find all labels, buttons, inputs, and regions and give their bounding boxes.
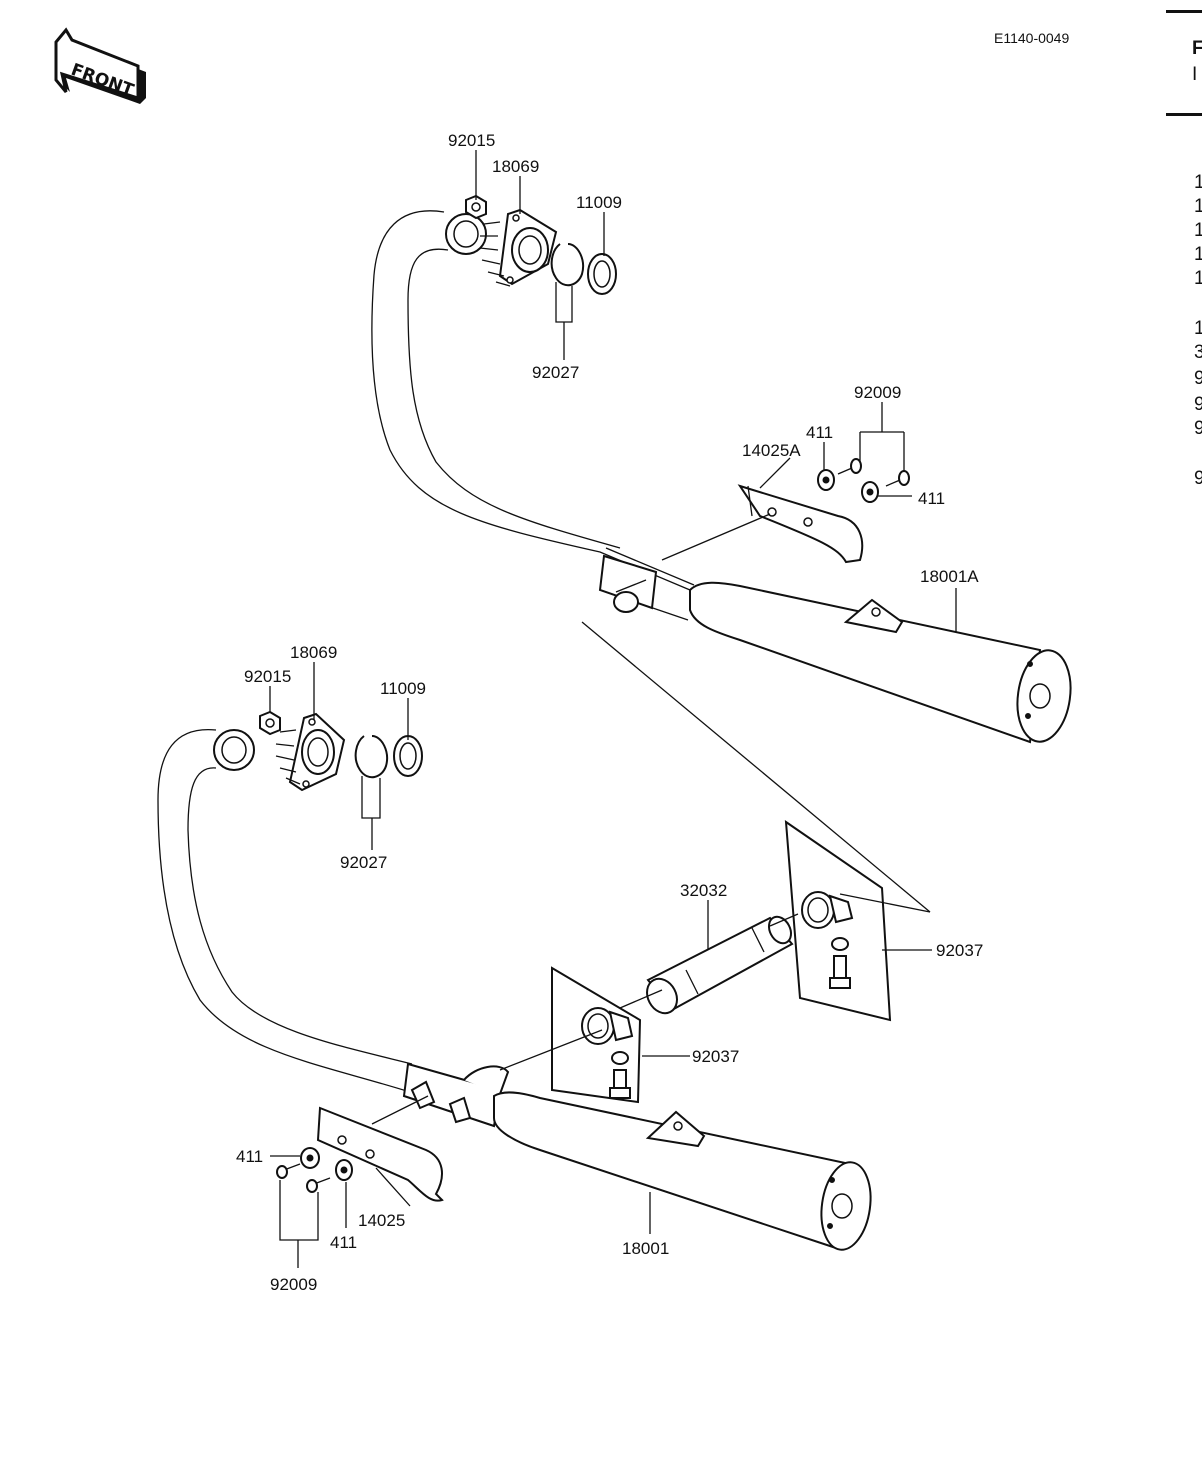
side-row: 9 (1194, 418, 1202, 439)
lower-clamp-right (784, 819, 892, 1022)
label-92027: 92027 (340, 853, 387, 872)
label-92037: 92037 (692, 1047, 739, 1066)
upper-header-pipe (371, 210, 695, 621)
front-arrow-icon: FRONT (54, 27, 146, 104)
side-row: 9 (1194, 468, 1202, 489)
lower-muffler (493, 1091, 872, 1251)
side-header-2: I (1192, 64, 1197, 85)
side-row: 9 (1194, 368, 1202, 389)
lower-fasteners (276, 1147, 353, 1193)
label-18069: 18069 (290, 643, 337, 662)
side-row: 1 (1194, 318, 1202, 339)
upper-collar (550, 243, 584, 323)
upper-exhaust-assembly: 92015 18069 11009 92027 92009 411 411 14… (371, 131, 1072, 913)
label-14025A: 14025A (742, 441, 801, 460)
side-table: F I 1 1 1 1 1 1 3 9 9 9 9 (1166, 10, 1202, 489)
label-411: 411 (330, 1233, 357, 1252)
lower-header-pipe (157, 728, 510, 1128)
label-411: 411 (918, 489, 945, 508)
side-row: 1 (1194, 172, 1202, 193)
label-92015: 92015 (448, 131, 495, 150)
side-row: 1 (1194, 244, 1202, 265)
side-row: 1 (1194, 268, 1202, 289)
label-92009: 92009 (854, 383, 901, 402)
side-row: 9 (1194, 394, 1202, 415)
lower-flange (275, 712, 346, 792)
upper-fasteners (817, 458, 910, 503)
upper-flange (479, 208, 558, 287)
label-32032: 32032 (680, 881, 727, 900)
label-18001A: 18001A (920, 567, 979, 586)
upper-gasket (587, 253, 617, 295)
label-18069: 18069 (492, 157, 539, 176)
lower-nut (259, 710, 281, 736)
lower-heat-cover (316, 1106, 444, 1202)
label-411: 411 (806, 423, 833, 442)
diagram-code: E1140-0049 (994, 30, 1069, 46)
side-header-1: F (1192, 38, 1202, 59)
label-92015: 92015 (244, 667, 291, 686)
label-92009: 92009 (270, 1275, 317, 1294)
lower-connecting-pipe (646, 915, 794, 1015)
label-14025: 14025 (358, 1211, 405, 1230)
lower-clamp-left (551, 966, 642, 1104)
label-92037: 92037 (936, 941, 983, 960)
label-411: 411 (236, 1147, 263, 1166)
upper-leaders (475, 150, 957, 913)
upper-muffler (689, 581, 1072, 744)
label-11009: 11009 (380, 679, 426, 698)
label-92027: 92027 (532, 363, 579, 382)
lower-gasket (393, 735, 423, 777)
lower-leaders (269, 662, 932, 1268)
side-row: 1 (1194, 220, 1202, 241)
lower-exhaust-assembly: 18069 92015 11009 92027 32032 92037 9203… (157, 643, 983, 1294)
lower-collar (354, 735, 388, 819)
upper-heat-cover (737, 484, 864, 564)
label-11009: 11009 (576, 193, 622, 212)
side-row: 3 (1194, 342, 1202, 363)
side-row: 1 (1194, 196, 1202, 217)
label-18001: 18001 (622, 1239, 669, 1258)
